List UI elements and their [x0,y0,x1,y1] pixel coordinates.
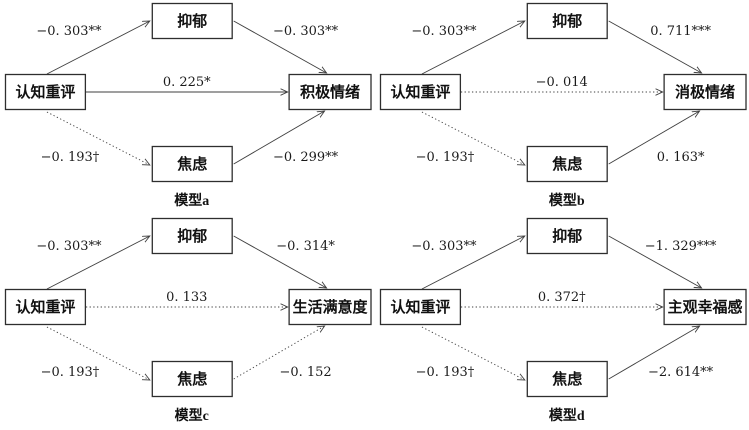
top-mediator-node-label: 抑郁 [552,227,582,245]
bottom-mediator-node-box [151,145,233,183]
coefficient-bottom-to-outcome: −0. 152 [280,365,332,380]
coefficient-pred-to-top: −0. 303** [36,239,102,254]
model-panel-0: 认知重评 抑郁 焦虑 积极情绪 −0. 303** −0. 303** 0. 2… [0,0,375,215]
model-panel-canvas: 认知重评 抑郁 焦虑 积极情绪 −0. 303** −0. 303** 0. 2… [4,2,372,209]
model-panel-canvas: 认知重评 抑郁 焦虑 消极情绪 −0. 303** 0. 711*** −0. … [379,2,747,209]
path-predictor-to-top-mediator-arrow [421,236,524,290]
top-mediator-node-label: 抑郁 [552,12,582,30]
model-panel-2: 认知重评 抑郁 焦虑 生活满意度 −0. 303** −0. 314* 0. 1… [0,215,375,430]
model-caption: 模型c [175,407,209,424]
top-mediator-node-label: 抑郁 [177,12,207,30]
path-top-mediator-to-outcome-arrow [233,20,327,73]
outcome-node-box [288,73,372,111]
model-caption: 模型b [548,192,584,209]
path-top-mediator-to-outcome-arrow [233,235,327,288]
outcome-node-box [662,73,747,111]
outcome-node-label: 积极情绪 [300,83,360,101]
coefficient-pred-to-bottom: −0. 193† [415,150,474,165]
coefficient-direct-effect: 0. 372† [537,290,585,305]
coefficient-pred-to-bottom: −0. 193† [415,365,474,380]
coefficient-direct-effect: 0. 225* [163,75,211,90]
path-bottom-mediator-to-outcome-arrow [607,326,699,380]
top-mediator-node-box [526,217,608,255]
top-mediator-node-box [151,217,233,255]
path-bottom-mediator-to-outcome-arrow [233,326,325,380]
coefficient-bottom-to-outcome: −0. 299** [273,150,339,165]
path-top-mediator-to-outcome-arrow [607,235,701,288]
path-predictor-to-top-mediator-arrow [421,21,524,75]
path-predictor-to-top-mediator-arrow [46,236,150,290]
top-mediator-node-label: 抑郁 [177,227,207,245]
coefficient-bottom-to-outcome: −2. 614** [648,365,714,380]
outcome-node-label: 主观幸福感 [667,298,742,316]
model-panel-1: 认知重评 抑郁 焦虑 消极情绪 −0. 303** 0. 711*** −0. … [375,0,749,215]
path-predictor-to-bottom-mediator-arrow [46,326,150,380]
predictor-node-box [379,73,461,111]
outcome-node-label: 消极情绪 [675,83,735,101]
coefficient-pred-to-top: −0. 303** [36,24,102,39]
bottom-mediator-node-label: 焦虑 [551,155,582,173]
top-mediator-node-box [151,2,233,40]
model-panel-canvas: 认知重评 抑郁 焦虑 生活满意度 −0. 303** −0. 314* 0. 1… [4,217,372,424]
coefficient-top-to-outcome: −0. 303** [273,24,339,39]
coefficient-top-to-outcome: −1. 329*** [644,239,716,254]
bottom-mediator-node-box [151,360,233,398]
path-predictor-to-bottom-mediator-arrow [421,111,524,165]
bottom-mediator-node-label: 焦虑 [551,370,582,388]
path-top-mediator-to-outcome-arrow [607,20,701,73]
model-caption: 模型d [548,407,584,424]
predictor-node-box [4,73,87,111]
predictor-node-label: 认知重评 [15,83,75,101]
predictor-node-box [379,288,461,326]
path-predictor-to-top-mediator-arrow [46,21,150,75]
top-mediator-node-box [526,2,608,40]
coefficient-direct-effect: −0. 014 [535,75,587,90]
path-bottom-mediator-to-outcome-arrow [607,111,699,165]
model-panel-canvas: 认知重评 抑郁 焦虑 主观幸福感 −0. 303** −1. 329*** 0.… [379,217,747,424]
model-panel-3: 认知重评 抑郁 焦虑 主观幸福感 −0. 303** −1. 329*** 0.… [375,215,749,430]
coefficient-bottom-to-outcome: 0. 163* [656,150,704,165]
coefficient-top-to-outcome: 0. 711*** [650,24,711,39]
coefficient-pred-to-top: −0. 303** [411,24,477,39]
coefficient-direct-effect: 0. 133 [166,290,207,305]
bottom-mediator-node-box [526,145,608,183]
path-predictor-to-bottom-mediator-arrow [46,111,150,165]
bottom-mediator-node-label: 焦虑 [176,155,207,173]
outcome-node-label: 生活满意度 [293,298,368,316]
predictor-node-label: 认知重评 [390,83,450,101]
coefficient-pred-to-bottom: −0. 193† [41,365,100,380]
path-predictor-to-bottom-mediator-arrow [421,326,524,380]
coefficient-pred-to-top: −0. 303** [411,239,477,254]
outcome-node-box [662,288,747,326]
path-bottom-mediator-to-outcome-arrow [233,111,325,165]
coefficient-pred-to-bottom: −0. 193† [41,150,100,165]
predictor-node-box [4,288,87,326]
bottom-mediator-node-box [526,360,608,398]
model-caption: 模型a [174,192,209,209]
predictor-node-label: 认知重评 [15,298,75,316]
outcome-node-box [288,288,372,326]
bottom-mediator-node-label: 焦虑 [176,370,207,388]
predictor-node-label: 认知重评 [390,298,450,316]
coefficient-top-to-outcome: −0. 314* [276,239,335,254]
